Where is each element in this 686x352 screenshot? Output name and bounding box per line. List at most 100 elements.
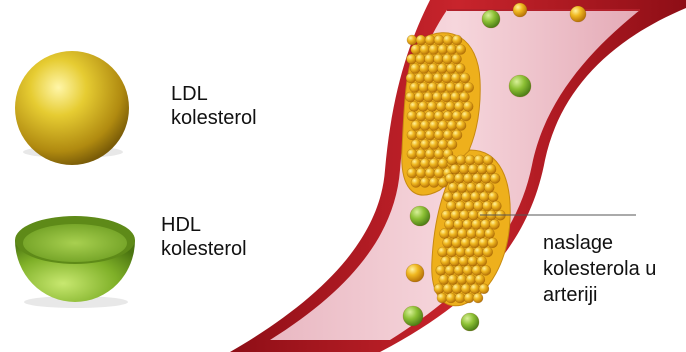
plaque-cholesterol-ball <box>407 111 417 121</box>
plaque-cholesterol-ball <box>451 54 461 64</box>
plaque-cholesterol-ball <box>407 149 417 159</box>
plaque-cholesterol-ball <box>425 130 435 140</box>
plaque-cholesterol-ball <box>438 45 448 55</box>
plaque-cholesterol-ball <box>429 45 439 55</box>
plaque-label-line1: naslage <box>543 230 656 256</box>
plaque-cholesterol-ball <box>449 229 459 239</box>
plaque-cholesterol-ball <box>461 238 471 248</box>
plaque-cholesterol-ball <box>440 229 450 239</box>
plaque-cholesterol-ball <box>443 130 453 140</box>
plaque-cholesterol-ball <box>443 35 453 45</box>
plaque-cholesterol-ball <box>481 265 491 275</box>
plaque-cholesterol-ball <box>437 83 447 93</box>
plaque-cholesterol-ball <box>450 164 460 174</box>
plaque-cholesterol-ball <box>445 265 455 275</box>
hdl-label-line1: HDL <box>161 213 247 237</box>
plaque-cholesterol-ball <box>456 247 466 257</box>
plaque-cholesterol-ball <box>474 247 484 257</box>
plaque-cholesterol-ball <box>416 149 426 159</box>
plaque-cholesterol-ball <box>446 201 456 211</box>
plaque-cholesterol-ball <box>439 275 449 285</box>
plaque-cholesterol-ball <box>420 178 430 188</box>
plaque-cholesterol-ball <box>425 111 435 121</box>
plaque-cholesterol-ball <box>457 183 467 193</box>
plaque-cholesterol-ball <box>468 256 478 266</box>
plaque-cholesterol-ball <box>468 164 478 174</box>
plaque-cholesterol-ball <box>424 73 434 83</box>
plaque-label-line2: kolesterola u <box>543 256 656 282</box>
plaque-cholesterol-ball <box>429 121 439 131</box>
plaque-cholesterol-ball <box>470 284 480 294</box>
plaque-cholesterol-ball <box>424 54 434 64</box>
plaque-cholesterol-ball <box>445 173 455 183</box>
plaque-cholesterol-ball <box>455 293 465 303</box>
plaque-cholesterol-ball <box>481 173 491 183</box>
plaque-cholesterol-ball <box>470 192 480 202</box>
ldl-particle-small <box>570 6 586 22</box>
plaque-cholesterol-ball <box>467 229 477 239</box>
plaque-cholesterol-ball <box>461 192 471 202</box>
ldl-label: LDL kolesterol <box>171 82 257 130</box>
plaque-cholesterol-ball <box>454 265 464 275</box>
plaque-cholesterol-ball <box>465 155 475 165</box>
plaque-cholesterol-ball <box>479 284 489 294</box>
plaque-cholesterol-ball <box>452 238 462 248</box>
plaque-cholesterol-ball <box>425 35 435 45</box>
plaque-cholesterol-ball <box>406 73 416 83</box>
plaque-cholesterol-ball <box>482 201 492 211</box>
plaque-cholesterol-ball <box>488 192 498 202</box>
plaque-cholesterol-ball <box>484 183 494 193</box>
plaque-cholesterol-ball <box>463 102 473 112</box>
plaque-cholesterol-ball <box>475 275 485 285</box>
plaque-cholesterol-ball <box>464 201 474 211</box>
plaque-cholesterol-ball <box>447 121 457 131</box>
plaque-cholesterol-ball <box>474 155 484 165</box>
plaque-cholesterol-ball <box>483 155 493 165</box>
plaque-cholesterol-ball <box>455 64 465 74</box>
plaque-cholesterol-ball <box>459 92 469 102</box>
plaque-cholesterol-ball <box>443 192 453 202</box>
plaque-cholesterol-ball <box>407 35 417 45</box>
plaque-cholesterol-ball <box>434 111 444 121</box>
plaque-cholesterol-ball <box>463 173 473 183</box>
ldl-label-line1: LDL <box>171 82 257 106</box>
plaque-cholesterol-ball <box>466 275 476 285</box>
hdl-particle-small <box>482 10 500 28</box>
plaque-cholesterol-ball <box>452 130 462 140</box>
plaque-cholesterol-ball <box>459 164 469 174</box>
plaque-cholesterol-ball <box>443 111 453 121</box>
hdl-particle-small <box>410 206 430 226</box>
plaque-cholesterol-ball <box>429 140 439 150</box>
plaque-cholesterol-ball <box>443 238 453 248</box>
plaque-cholesterol-ball <box>416 35 426 45</box>
plaque-cholesterol-ball <box>452 284 462 294</box>
plaque-cholesterol-ball <box>450 256 460 266</box>
plaque-cholesterol-ball <box>406 54 416 64</box>
plaque-cholesterol-ball <box>461 111 471 121</box>
plaque-cholesterol-ball <box>475 183 485 193</box>
plaque-cholesterol-ball <box>411 159 421 169</box>
plaque-cholesterol-ball <box>464 293 474 303</box>
plaque-cholesterol-ball <box>407 130 417 140</box>
plaque-cholesterol-ball <box>459 210 469 220</box>
plaque-cholesterol-ball <box>480 219 490 229</box>
hdl-label: HDL kolesterol <box>161 213 247 261</box>
plaque-cholesterol-ball <box>454 102 464 112</box>
plaque-label-line3: arteriji <box>543 282 656 308</box>
plaque-cholesterol-ball <box>438 140 448 150</box>
plaque-cholesterol-ball <box>420 140 430 150</box>
plaque-cholesterol-ball <box>445 102 455 112</box>
plaque-cholesterol-ball <box>409 102 419 112</box>
plaque-cholesterol-ball <box>419 64 429 74</box>
plaque-cholesterol-ball <box>446 83 456 93</box>
plaque-cholesterol-ball <box>473 293 483 303</box>
plaque-cholesterol-ball <box>436 265 446 275</box>
plaque-cholesterol-ball <box>479 238 489 248</box>
plaque-cholesterol-ball <box>476 229 486 239</box>
plaque-cholesterol-ball <box>448 275 458 285</box>
plaque-cholesterol-ball <box>472 173 482 183</box>
plaque-cholesterol-ball <box>411 121 421 131</box>
plaque-cholesterol-ball <box>490 173 500 183</box>
plaque-cholesterol-ball <box>488 238 498 248</box>
plaque-cholesterol-ball <box>461 284 471 294</box>
